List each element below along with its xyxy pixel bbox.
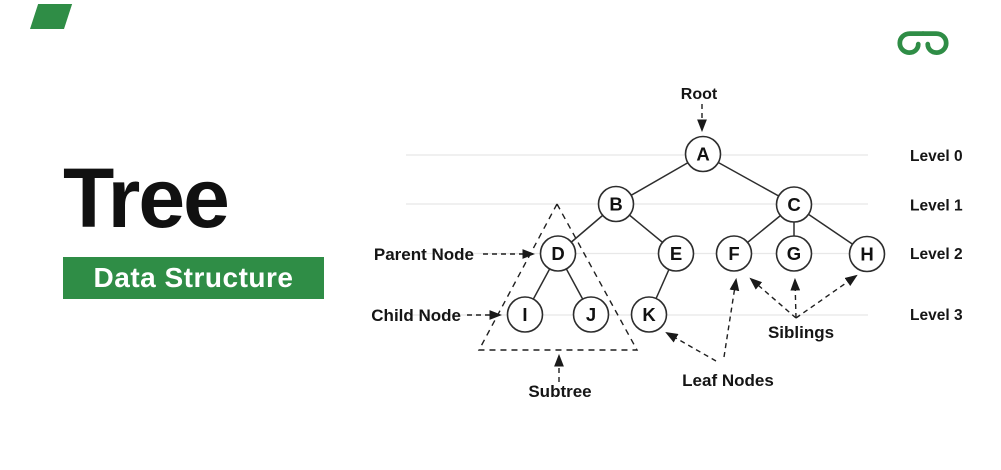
node-letter: C <box>787 194 800 215</box>
siblings-arrow-h <box>795 274 858 319</box>
subtree-label: Subtree <box>528 382 591 401</box>
annotation-labels: Root Parent Node Child Node Subtree Leaf… <box>371 86 834 401</box>
tree-node-C: C <box>775 186 813 223</box>
root-label: Root <box>681 86 718 103</box>
node-letter: G <box>787 243 801 264</box>
page-title: Tree <box>63 151 230 245</box>
node-circle <box>597 185 635 223</box>
tree-node-J: J <box>572 296 610 333</box>
node-circle <box>775 186 813 223</box>
node-circle <box>715 235 753 272</box>
tree-node-K: K <box>630 296 668 333</box>
tree-edges <box>524 153 868 315</box>
level-2-label: Level 2 <box>910 246 963 263</box>
tree-node-I: I <box>506 296 544 333</box>
siblings-arrow-f <box>749 277 797 319</box>
tree-node-A: A <box>684 135 722 173</box>
node-circle <box>775 235 813 272</box>
node-circle <box>684 135 722 173</box>
siblings-label: Siblings <box>768 323 834 342</box>
child-node-label: Child Node <box>371 306 461 325</box>
subtree-triangle <box>477 202 639 351</box>
node-letter: B <box>609 194 622 215</box>
node-letter: I <box>522 304 527 325</box>
tree-node-H: H <box>848 235 886 273</box>
tree-node-F: F <box>715 235 753 272</box>
node-letter: J <box>586 304 596 325</box>
subtitle-text: Data Structure <box>93 262 294 293</box>
tree-node-B: B <box>597 185 635 223</box>
node-letter: E <box>670 243 682 264</box>
node-letter: K <box>642 304 656 325</box>
node-circle <box>506 296 544 333</box>
geeksforgeeks-logo-icon <box>894 27 952 60</box>
leaf-nodes-label: Leaf Nodes <box>682 371 774 390</box>
tree-node-E: E <box>657 235 695 272</box>
node-letter: F <box>728 243 739 264</box>
node-letter: D <box>551 243 564 264</box>
subtitle-banner: Data Structure <box>63 257 324 299</box>
node-circle <box>657 235 695 272</box>
leaf-nodes-arrow-f <box>723 277 740 358</box>
tree-node-D: D <box>539 235 577 272</box>
node-circle <box>848 235 886 273</box>
siblings-arrow-g <box>790 277 801 319</box>
node-letter: A <box>696 144 709 165</box>
level-0-label: Level 0 <box>910 148 963 165</box>
leaf-nodes-arrow-k <box>665 331 717 362</box>
node-circle <box>630 296 668 333</box>
parent-node-label: Parent Node <box>374 245 474 264</box>
tree-nodes: A B C D E F G H I J K <box>506 135 886 333</box>
level-1-label: Level 1 <box>910 198 963 215</box>
node-letter: H <box>860 244 873 265</box>
annotation-arrows <box>467 104 858 382</box>
node-circle <box>572 296 610 333</box>
level-3-label: Level 3 <box>910 307 963 324</box>
level-labels: Level 0 Level 1 Level 2 Level 3 <box>910 148 963 324</box>
level-gridlines <box>406 154 868 316</box>
tree-node-G: G <box>775 235 813 272</box>
node-circle <box>539 235 577 272</box>
